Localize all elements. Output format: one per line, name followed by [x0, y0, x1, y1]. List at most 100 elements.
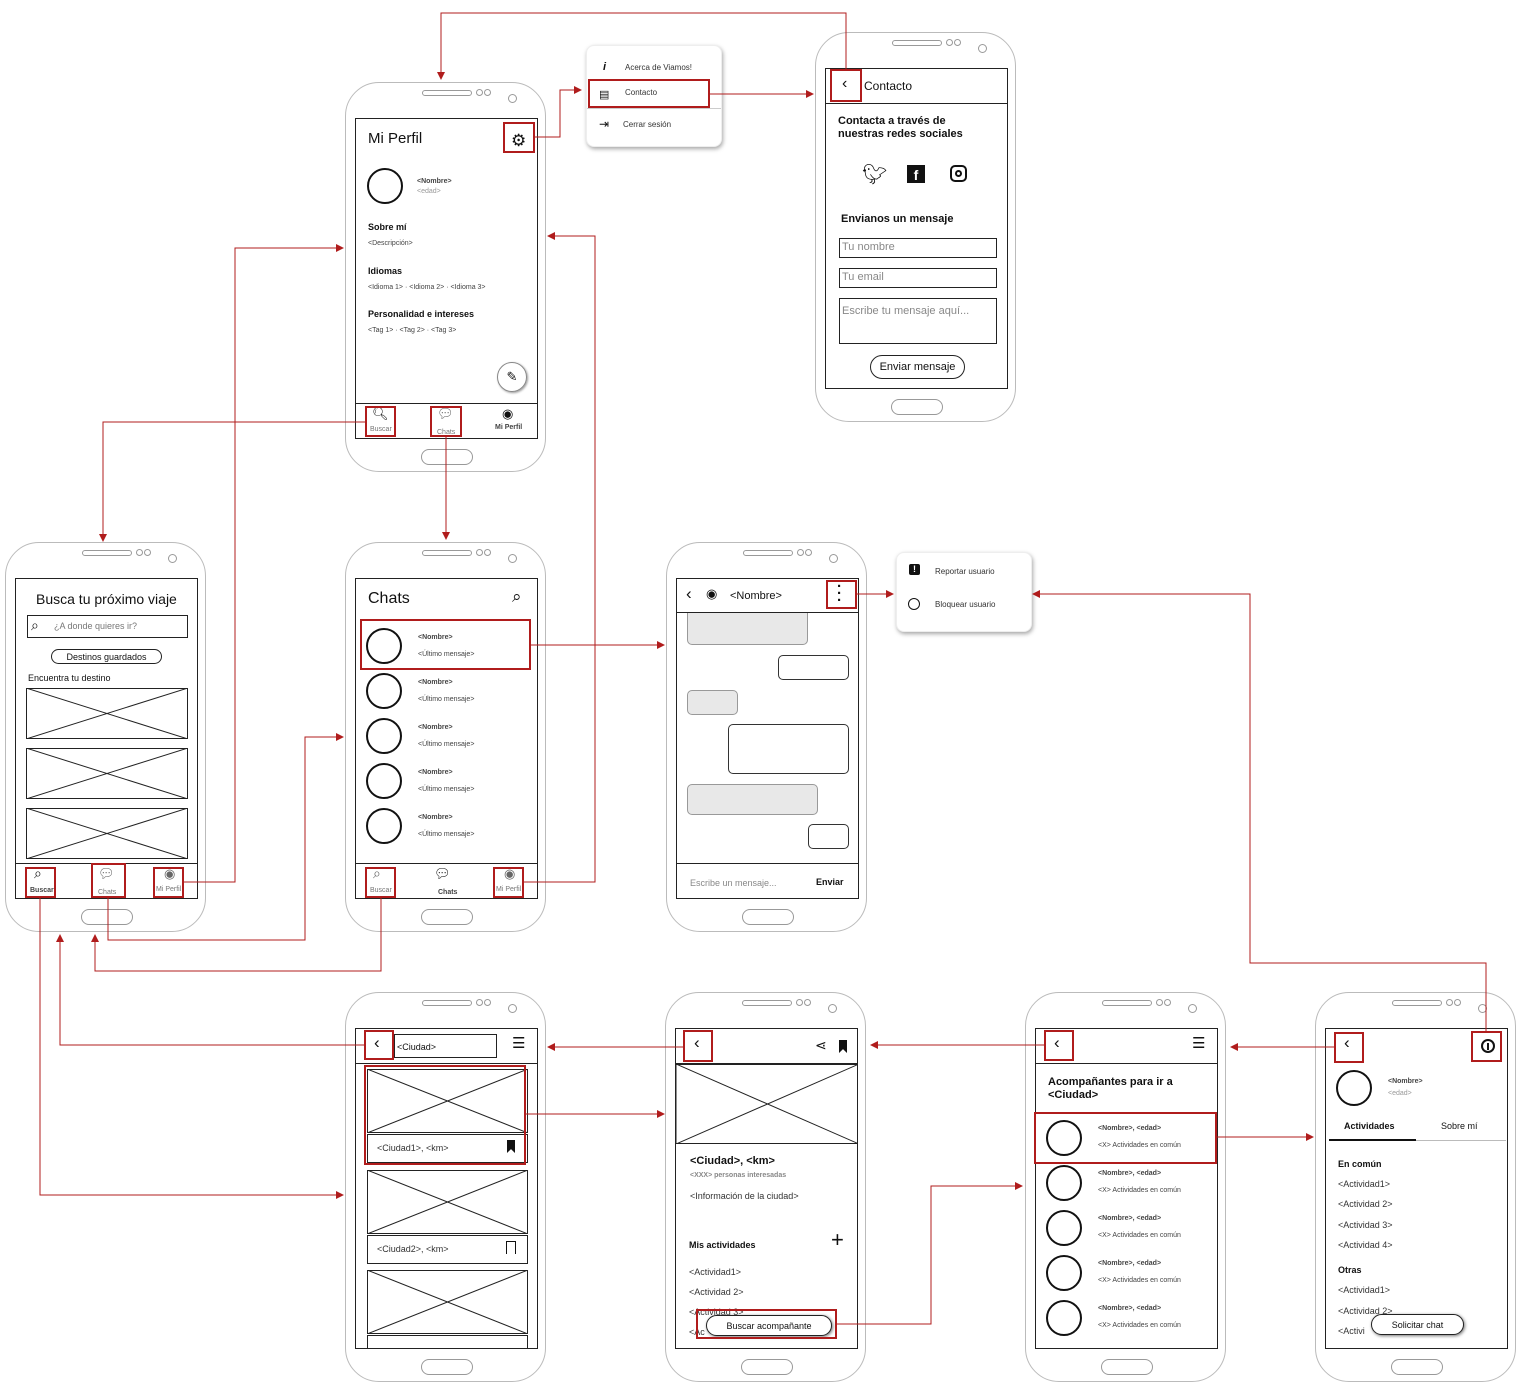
twitter-icon[interactable]: 🐦︎ — [862, 164, 888, 186]
chat-last-message[interactable]: <Último mensaje> — [418, 741, 475, 748]
arrow-profile-from-chats — [524, 232, 596, 883]
home-button[interactable] — [1100, 1359, 1153, 1375]
chat-name[interactable]: <Nombre> — [418, 679, 453, 686]
search-icon[interactable]: 🔍︎ — [372, 406, 389, 421]
destination-image[interactable] — [26, 748, 188, 799]
tab-activities[interactable]: Actividades — [1344, 1121, 1395, 1131]
send-button[interactable]: Enviar — [816, 877, 844, 887]
user-icon[interactable]: ◉ — [502, 406, 514, 421]
instagram-icon[interactable] — [950, 165, 967, 182]
bookmark-icon[interactable] — [507, 1140, 515, 1153]
message-input[interactable]: Escribe un mensaje... — [690, 878, 777, 888]
nav-chats-label[interactable]: Chats — [98, 889, 117, 896]
back-icon[interactable]: ‹ — [1054, 1033, 1060, 1052]
chat-name[interactable]: <Nombre> — [418, 769, 453, 776]
saved-destinations-button[interactable]: Destinos guardados — [51, 649, 162, 664]
companion-common[interactable]: <X> Actividades en común — [1098, 1322, 1181, 1329]
arrow-back-to-profile — [437, 12, 847, 80]
nav-chats-label[interactable]: Chats — [437, 429, 456, 436]
home-button[interactable] — [420, 909, 473, 925]
user-icon[interactable]: ◉ — [164, 866, 176, 881]
search-icon[interactable]: ⌕ — [512, 587, 522, 606]
send-message-button[interactable]: Enviar mensaje — [870, 355, 965, 379]
home-button[interactable] — [1390, 1359, 1443, 1375]
chat-last-message[interactable]: <Último mensaje> — [418, 831, 475, 838]
back-icon[interactable]: ‹ — [842, 75, 848, 92]
nav-profile-label[interactable]: Mi Perfil — [156, 886, 182, 893]
city-search-input[interactable]: <Ciudad> — [394, 1034, 497, 1058]
facebook-icon[interactable]: f — [907, 165, 925, 183]
more-options-icon[interactable]: ··· — [837, 578, 842, 609]
nav-search-label[interactable]: Buscar — [30, 887, 54, 894]
nav-search-label[interactable]: Buscar — [370, 887, 392, 894]
name-field[interactable]: Tu nombre — [839, 238, 997, 258]
menu-item-about[interactable]: Acerca de Viamos! — [625, 63, 692, 72]
menu-item-report[interactable]: Reportar usuario — [935, 567, 995, 576]
about-title: Sobre mí — [368, 222, 407, 232]
companion-name[interactable]: <Nombre>, <edad> — [1098, 1260, 1162, 1267]
nav-search-label[interactable]: Buscar — [370, 426, 392, 433]
email-field[interactable]: Tu email — [839, 268, 997, 288]
city-card-caption[interactable] — [367, 1134, 528, 1163]
back-icon[interactable]: ‹ — [694, 1033, 700, 1052]
filter-icon[interactable]: ☰ — [512, 1035, 526, 1052]
home-button[interactable] — [80, 909, 133, 925]
companion-common[interactable]: <X> Actividades en común — [1098, 1187, 1181, 1194]
nav-profile-label[interactable]: Mi Perfil — [495, 424, 523, 431]
chats-icon[interactable]: 💬︎ — [98, 866, 115, 881]
chat-name[interactable]: <Nombre> — [418, 814, 453, 821]
message-field[interactable]: Escribe tu mensaje aquí... — [839, 298, 997, 344]
companion-name[interactable]: <Nombre>, <edad> — [1098, 1305, 1162, 1312]
city-card-caption[interactable] — [367, 1335, 528, 1348]
user-icon[interactable]: ◉ — [504, 866, 516, 881]
add-icon[interactable]: + — [831, 1227, 844, 1252]
info-circle-icon[interactable] — [1481, 1039, 1495, 1053]
nav-chats-label[interactable]: Chats — [438, 889, 458, 896]
home-button[interactable] — [741, 909, 794, 925]
tab-about[interactable]: Sobre mí — [1441, 1121, 1478, 1131]
search-input[interactable]: ⌕¿A donde quieres ir? — [27, 615, 188, 638]
destination-image[interactable] — [26, 808, 188, 859]
chat-name[interactable]: <Nombre> — [418, 724, 453, 731]
companion-common[interactable]: <X> Actividades en común — [1098, 1142, 1181, 1149]
companion-name[interactable]: <Nombre>, <edad> — [1098, 1125, 1162, 1132]
bookmark-icon[interactable] — [839, 1040, 847, 1053]
bookmark-outline-icon[interactable] — [506, 1241, 516, 1254]
chats-icon[interactable]: 💬︎ — [434, 866, 451, 881]
menu-item-logout[interactable]: Cerrar sesión — [623, 120, 672, 129]
companion-common[interactable]: <X> Actividades en común — [1098, 1277, 1181, 1284]
nav-profile-label[interactable]: Mi Perfil — [496, 886, 522, 893]
chat-name[interactable]: <Nombre> — [418, 634, 453, 641]
city-image[interactable] — [367, 1170, 528, 1234]
chat-last-message[interactable]: <Último mensaje> — [418, 696, 475, 703]
edit-button[interactable]: ✎ — [497, 362, 527, 392]
home-button[interactable] — [740, 1359, 793, 1375]
city-card-caption[interactable] — [367, 1235, 528, 1264]
menu-item-contact[interactable]: Contacto — [625, 88, 658, 97]
city-name[interactable]: <Ciudad1>, <km> — [377, 1143, 449, 1153]
home-button[interactable] — [420, 1359, 473, 1375]
back-icon[interactable]: ‹ — [374, 1033, 380, 1052]
city-image[interactable] — [367, 1069, 528, 1133]
back-icon[interactable]: ‹ — [686, 584, 692, 603]
gear-icon[interactable]: ⚙ — [511, 131, 527, 150]
find-companion-button[interactable]: Buscar acompañante — [706, 1315, 832, 1336]
companion-name[interactable]: <Nombre>, <edad> — [1098, 1215, 1162, 1222]
back-icon[interactable]: ‹ — [1344, 1033, 1350, 1052]
city-image[interactable] — [367, 1270, 528, 1334]
menu-item-block[interactable]: Bloquear usuario — [935, 600, 996, 609]
request-chat-button[interactable]: Solicitar chat — [1371, 1314, 1464, 1335]
share-icon[interactable]: ⋖ — [815, 1037, 827, 1053]
avatar — [1046, 1300, 1082, 1336]
home-button[interactable] — [890, 399, 943, 415]
chats-icon[interactable]: 💬︎ — [437, 406, 454, 421]
search-icon[interactable]: ⌕ — [373, 865, 381, 881]
chat-last-message[interactable]: <Último mensaje> — [418, 786, 475, 793]
search-icon[interactable]: ⌕ — [34, 865, 42, 881]
chat-last-message[interactable]: <Último mensaje> — [418, 651, 475, 658]
companion-name[interactable]: <Nombre>, <edad> — [1098, 1170, 1162, 1177]
city-name[interactable]: <Ciudad2>, <km> — [377, 1244, 449, 1254]
filter-icon[interactable]: ☰ — [1192, 1035, 1206, 1052]
destination-image[interactable] — [26, 688, 188, 739]
companion-common[interactable]: <X> Actividades en común — [1098, 1232, 1181, 1239]
